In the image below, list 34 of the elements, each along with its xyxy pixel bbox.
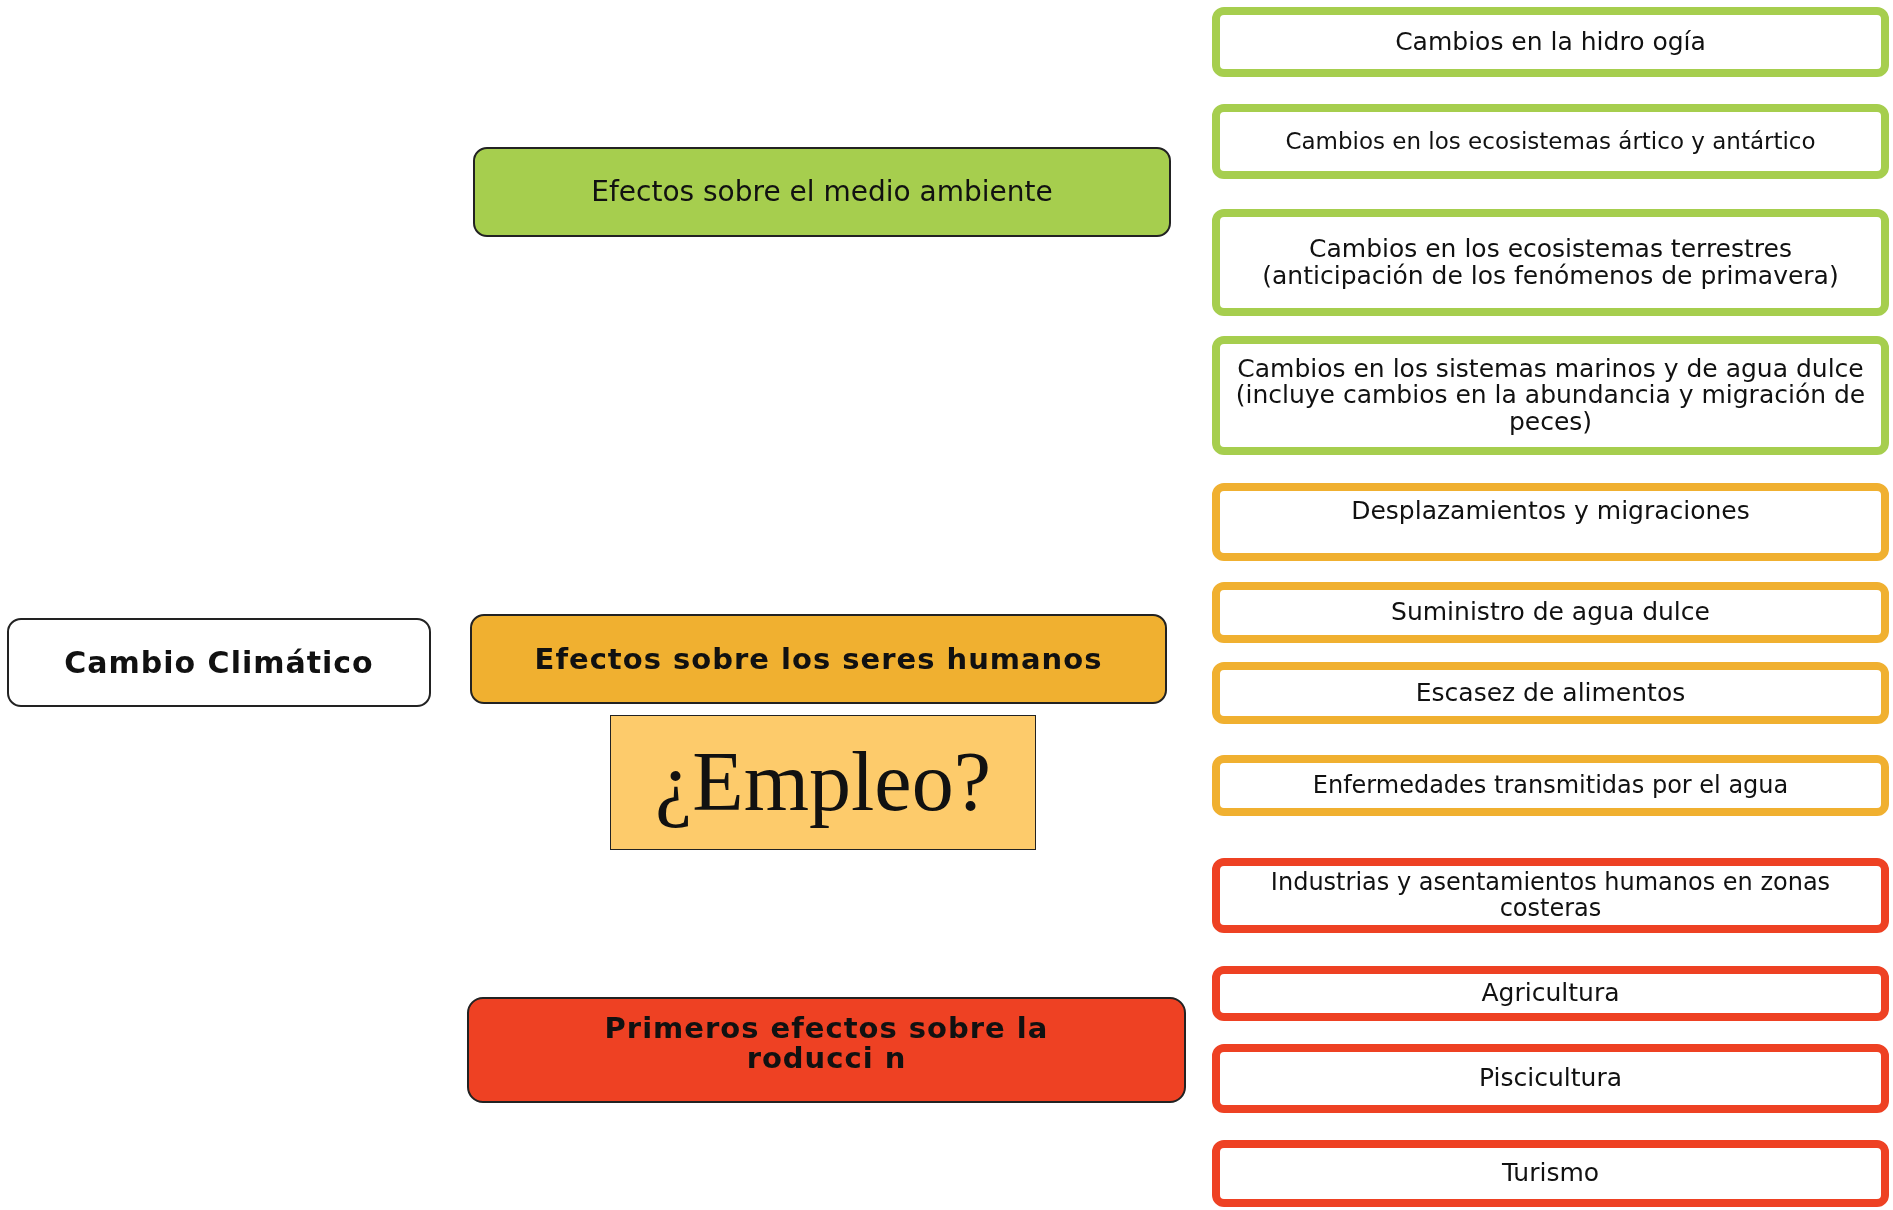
item-box [1212,104,1889,179]
item-box [1212,582,1889,643]
box-label: Efectos sobre los seres humanos [534,643,1103,675]
box-label: Cambios en los ecosistemas terrestres (anticipación de los fenómenos de primavera) [1261,236,1840,289]
category-box [467,997,1186,1103]
box-label: Suministro de agua dulce [1391,599,1710,626]
item-box [1212,1140,1889,1207]
topic-box [7,618,431,707]
item-box [1212,336,1889,455]
box-label: Enfermedades transmitidas por el agua [1312,772,1789,799]
category-box [473,147,1171,237]
category-box [470,614,1167,704]
item-box [1212,966,1889,1021]
box-label: Efectos sobre el medio ambiente [591,177,1053,207]
item-box [1212,755,1889,816]
box-label: Cambios en la hidro ogía [1395,28,1706,56]
box-label: Agricultura [1481,980,1620,1007]
item-box [1212,1044,1889,1113]
box-label: Cambios en los sistemas marinos y de agua dulce (incluye cambios en la abundancia y migración de peces) [1234,356,1867,435]
box-label: Primeros efectos sobre la roducci n [603,1012,1050,1074]
question-box [610,715,1036,850]
item-box [1212,209,1889,316]
box-label: Escasez de alimentos [1415,679,1686,707]
item-box [1212,483,1889,561]
box-label: ¿Empleo? [655,738,991,827]
box-label: Cambios en los ecosistemas ártico y antártico [1285,129,1816,154]
box-label: Desplazamientos y migraciones [1351,497,1750,525]
item-box [1212,662,1889,724]
box-label: Piscicultura [1479,1065,1622,1092]
box-label: Turismo [1501,1160,1600,1187]
item-box [1212,7,1889,77]
box-label: Cambio Climático [64,646,374,679]
item-box [1212,858,1889,933]
box-label: Industrias y asentamientos humanos en zonas costeras [1269,870,1832,921]
